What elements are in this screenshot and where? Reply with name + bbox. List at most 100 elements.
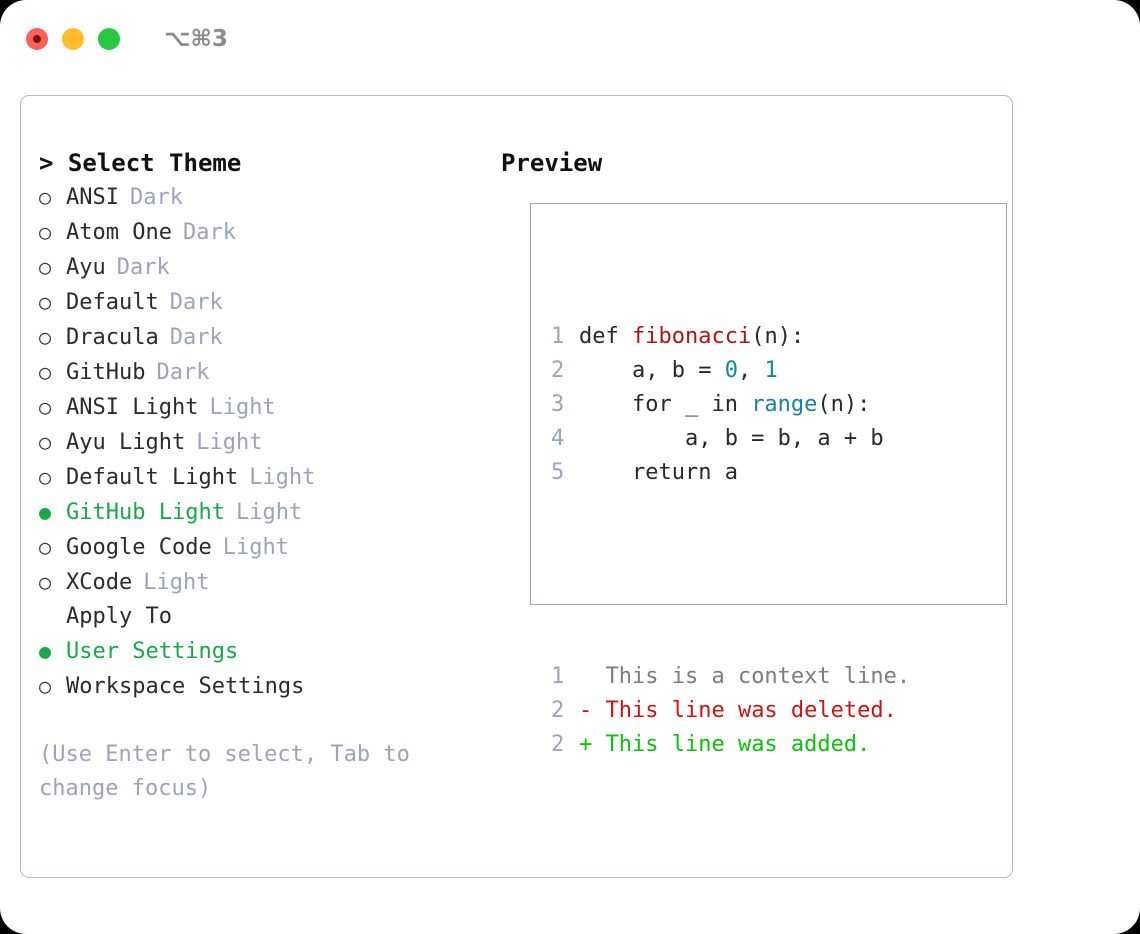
diff-line-number: 2: [551, 732, 565, 757]
theme-option-tag: Light: [209, 395, 276, 420]
theme-option-github-light[interactable]: ● GitHub Light Light: [39, 495, 489, 530]
radio-unselected-icon: ○: [39, 185, 52, 209]
code-line-number: 5: [551, 460, 565, 485]
code-token-plain: return a: [579, 460, 738, 485]
code-token-fn: fibonacci: [631, 324, 752, 349]
code-diff-separator: [551, 558, 910, 592]
theme-option-tag: Dark: [129, 185, 183, 210]
diff-marker: +: [579, 732, 593, 757]
code-line: 5 return a: [551, 456, 910, 490]
theme-option-tag: Dark: [116, 255, 170, 280]
theme-option-xcode[interactable]: ○ XCode Light: [39, 565, 489, 600]
diff-line-add: 2+ This line was added.: [551, 728, 910, 762]
spacer: [39, 704, 489, 738]
theme-option-tag: Dark: [169, 290, 223, 315]
code-token-num: 1: [764, 358, 778, 383]
apply-to-option-user-settings[interactable]: ● User Settings: [39, 634, 489, 669]
theme-option-tag: Light: [235, 500, 303, 525]
close-button[interactable]: [26, 28, 48, 50]
theme-option-tag: Dark: [182, 220, 236, 245]
radio-unselected-icon: ○: [39, 465, 52, 489]
code-line-number: 4: [551, 426, 565, 451]
code-token-plain: (n):: [817, 392, 871, 417]
theme-option-label: Ayu: [66, 255, 106, 280]
keyboard-hint-text: (Use Enter to select, Tab to change focu…: [39, 742, 424, 801]
code-line-number: 3: [551, 392, 565, 417]
theme-option-label: Dracula: [66, 325, 159, 350]
apply-to-option-workspace-settings[interactable]: ○ Workspace Settings: [39, 669, 489, 704]
diff-line-text: This line was deleted.: [592, 698, 897, 723]
apply-to-option-label: Workspace Settings: [66, 674, 305, 699]
select-theme-heading: > Select Theme: [39, 149, 242, 177]
theme-option-label: Atom One: [66, 220, 172, 245]
radio-unselected-icon: ○: [39, 325, 52, 349]
theme-option-label: GitHub: [66, 360, 146, 385]
code-token-call: range: [751, 392, 818, 417]
title-bar: ⌥⌘3: [0, 0, 1140, 78]
theme-option-ansi-light[interactable]: ○ ANSI Light Light: [39, 390, 489, 425]
radio-selected-icon: ●: [39, 639, 52, 663]
theme-option-label: XCode: [66, 570, 133, 595]
radio-unselected-icon: ○: [39, 674, 52, 698]
code-token-num: 0: [724, 358, 738, 383]
theme-option-label: Google Code: [66, 535, 212, 560]
zoom-button[interactable]: [98, 28, 120, 50]
code-line-content: a, b = 0, 1: [579, 354, 778, 388]
radio-unselected-icon: ○: [39, 395, 52, 419]
theme-option-tag: Light: [249, 465, 316, 490]
theme-option-label: ANSI: [66, 185, 119, 210]
code-token-plain: a, b =: [579, 358, 725, 383]
theme-option-default[interactable]: ○ Default Dark: [39, 285, 489, 320]
minimize-button[interactable]: [62, 28, 84, 50]
radio-unselected-icon: ○: [39, 290, 52, 314]
theme-option-tag: Light: [143, 570, 210, 595]
code-token-plain: (n):: [751, 324, 805, 349]
radio-unselected-icon: ○: [39, 255, 52, 279]
diff-line-text: This is a context line.: [592, 664, 911, 689]
diff-marker: [579, 660, 592, 694]
theme-option-tag: Dark: [169, 325, 223, 350]
code-line: 2 a, b = 0, 1: [551, 354, 910, 388]
code-line-content: for _ in range(n):: [579, 388, 870, 422]
theme-option-label: GitHub Light: [66, 500, 225, 525]
code-line-content: a, b = b, a + b: [579, 422, 884, 456]
code-token-plain: for _ in: [579, 392, 752, 417]
radio-unselected-icon: ○: [39, 360, 52, 384]
radio-selected-icon: ●: [39, 500, 52, 524]
theme-option-ayu[interactable]: ○ Ayu Dark: [39, 250, 489, 285]
theme-option-dracula[interactable]: ○ Dracula Dark: [39, 320, 489, 355]
theme-option-ansi[interactable]: ○ ANSI Dark: [39, 180, 489, 215]
preview-heading: Preview: [501, 149, 603, 177]
code-line-content: return a: [579, 456, 738, 490]
apply-to-heading: Apply To: [66, 604, 172, 629]
diff-line-number: 2: [551, 698, 565, 723]
radio-unselected-icon: ○: [39, 535, 52, 559]
keyboard-shortcut-label: ⌥⌘3: [164, 26, 228, 52]
diff-sample: 1 This is a context line.2- This line wa…: [551, 660, 910, 762]
apply-to-option-label: User Settings: [66, 639, 239, 664]
theme-option-label: ANSI Light: [66, 395, 199, 420]
code-token-plain: a, b = b, a + b: [579, 426, 884, 451]
diff-line-number: 1: [551, 664, 565, 689]
code-token-plain: ,: [737, 358, 765, 383]
diff-line-ctx: 1 This is a context line.: [551, 660, 910, 694]
diff-line-del: 2- This line was deleted.: [551, 694, 910, 728]
radio-unselected-icon: ○: [39, 570, 52, 594]
theme-option-label: Default: [66, 290, 159, 315]
window-controls: [26, 28, 120, 50]
